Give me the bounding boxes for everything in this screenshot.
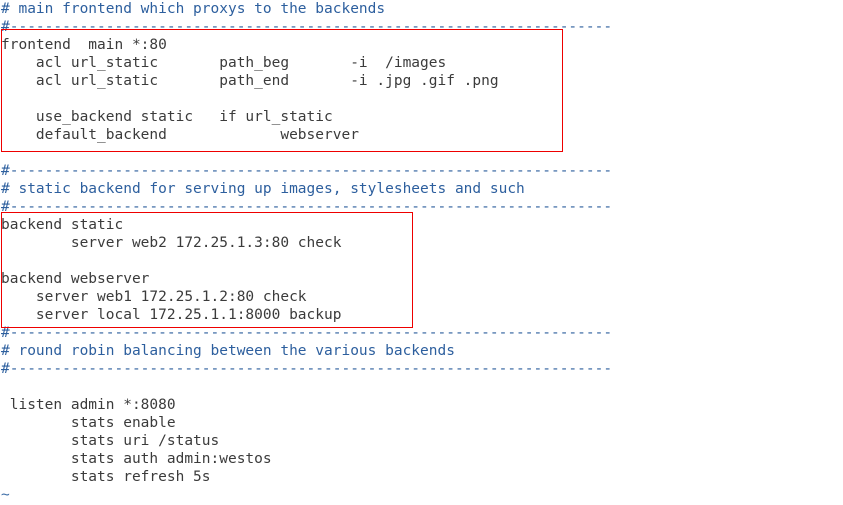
config-line: listen admin *:8080 <box>1 397 176 413</box>
config-line <box>0 378 843 396</box>
config-line: default_backend webserver <box>1 127 359 143</box>
config-line: acl url_static path_end -i .jpg .gif .pn… <box>1 73 499 89</box>
config-line: # round robin balancing between the vari… <box>1 343 455 359</box>
config-line: server web1 172.25.1.2:80 check <box>1 289 307 305</box>
config-line: stats enable <box>1 415 176 431</box>
config-line: server web2 172.25.1.3:80 check <box>1 235 342 251</box>
config-line <box>0 144 843 162</box>
config-line: #---------------------------------------… <box>1 163 613 179</box>
config-line: #---------------------------------------… <box>1 325 613 341</box>
config-line: # static backend for serving up images, … <box>1 181 525 197</box>
config-line: server local 172.25.1.1:8000 backup <box>1 307 342 323</box>
config-line: #---------------------------------------… <box>1 199 613 215</box>
config-line: #---------------------------------------… <box>1 361 613 377</box>
config-line <box>0 252 843 270</box>
config-line: acl url_static path_beg -i /images <box>1 55 447 71</box>
config-line: stats auth admin:westos <box>1 451 272 467</box>
config-line: backend webserver <box>1 271 150 287</box>
config-line: use_backend static if url_static <box>1 109 333 125</box>
config-line: frontend main *:80 <box>1 37 167 53</box>
config-line: stats uri /status <box>1 433 220 449</box>
config-line: stats refresh 5s <box>1 469 211 485</box>
config-line: backend static <box>1 217 124 233</box>
empty-line-marker: ~ <box>1 487 10 503</box>
config-line: #---------------------------------------… <box>1 19 613 35</box>
config-line: # main frontend which proxys to the back… <box>1 1 386 17</box>
config-line <box>0 90 843 108</box>
